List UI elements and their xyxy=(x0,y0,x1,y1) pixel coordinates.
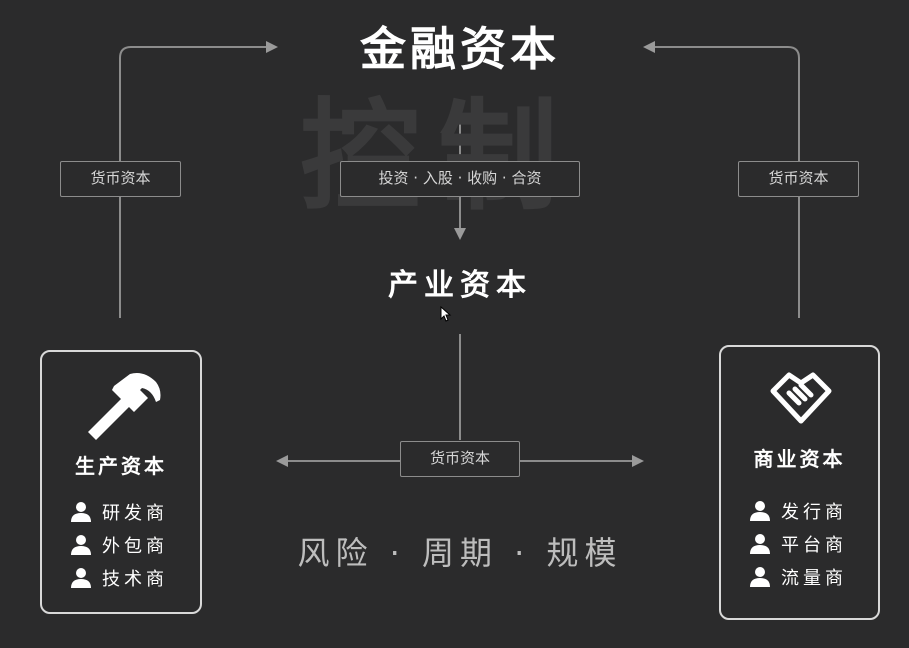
person-icon xyxy=(750,501,770,521)
commercial-capital-title: 商业资本 xyxy=(753,447,846,471)
right-currency-capital-tag: 货币资本 xyxy=(738,161,859,197)
person-icon xyxy=(750,567,770,587)
production-capital-card: 生产资本 研发商 外包商 技术商 xyxy=(40,350,202,614)
handshake-icon xyxy=(770,372,832,424)
industry-capital-title: 产业资本 xyxy=(388,268,532,303)
right-up-connector xyxy=(652,46,800,318)
left-currency-capital-tag: 货币资本 xyxy=(60,161,181,197)
bottom-currency-capital-tag: 货币资本 xyxy=(400,441,520,477)
person-icon xyxy=(71,535,91,555)
member-item: 流量商 xyxy=(749,563,847,591)
arrowhead-down-center xyxy=(454,228,466,240)
member-item: 平台商 xyxy=(749,530,847,558)
member-label: 发行商 xyxy=(781,502,847,523)
person-icon xyxy=(71,568,91,588)
person-icon xyxy=(750,534,770,554)
member-item: 外包商 xyxy=(70,531,168,559)
member-label: 平台商 xyxy=(781,535,847,556)
investment-methods-tag: 投资 · 入股 · 收购 · 合资 xyxy=(340,161,580,197)
member-item: 研发商 xyxy=(70,498,168,526)
arrowhead-left-top xyxy=(643,41,655,53)
member-item: 发行商 xyxy=(749,497,847,525)
member-item: 技术商 xyxy=(70,564,168,592)
person-icon xyxy=(71,502,91,522)
control-watermark: 控制 xyxy=(300,88,576,227)
finance-capital-title: 金融资本 xyxy=(360,22,560,76)
production-capital-title: 生产资本 xyxy=(75,454,167,478)
hammer-icon xyxy=(88,373,161,440)
member-label: 研发商 xyxy=(102,503,168,524)
member-label: 流量商 xyxy=(781,568,847,589)
mouse-cursor-icon xyxy=(440,306,452,322)
member-label: 外包商 xyxy=(102,536,168,557)
risk-cycle-scale-text: 风险 · 周期 · 规模 xyxy=(297,534,623,572)
arrowhead-right-top xyxy=(266,41,278,53)
commercial-capital-card: 商业资本 发行商 平台商 流量商 xyxy=(719,345,880,620)
arrowhead-right-bottom xyxy=(632,455,644,467)
member-label: 技术商 xyxy=(102,569,168,590)
left-up-connector xyxy=(119,46,268,318)
arrowhead-left-bottom xyxy=(276,455,288,467)
